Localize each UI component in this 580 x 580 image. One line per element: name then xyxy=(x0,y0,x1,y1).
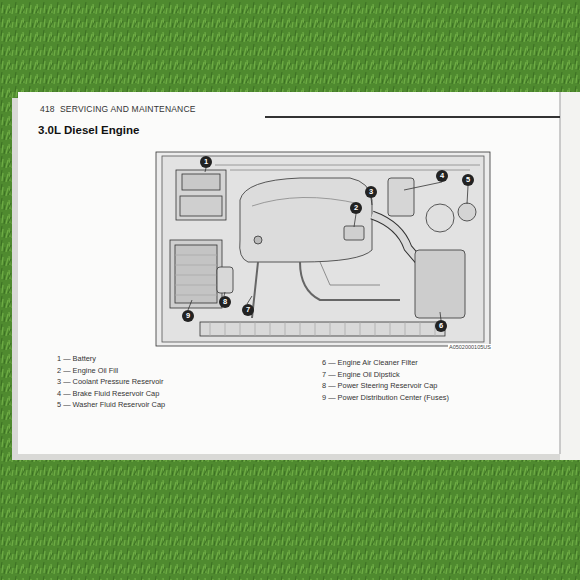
callout-number: 3 xyxy=(365,186,377,198)
engine-illustration xyxy=(156,152,490,346)
callout-number: 4 xyxy=(436,170,448,182)
legend-item: 2 — Engine Oil Fill xyxy=(57,366,118,375)
image-code: A0502000105US xyxy=(448,344,492,350)
legend-item: 4 — Brake Fluid Reservoir Cap xyxy=(57,389,159,398)
legend-item: 1 — Battery xyxy=(57,354,96,363)
running-header: SERVICING AND MAINTENANCE xyxy=(60,104,196,114)
callout-number: 7 xyxy=(242,304,254,316)
facing-page xyxy=(560,92,580,460)
callout-number: 9 xyxy=(182,310,194,322)
callout-number: 8 xyxy=(219,296,231,308)
section-title: 3.0L Diesel Engine xyxy=(38,124,139,136)
legend-item: 9 — Power Distribution Center (Fuses) xyxy=(322,393,449,402)
legend-item: 7 — Engine Oil Dipstick xyxy=(322,370,400,379)
legend-item: 8 — Power Steering Reservoir Cap xyxy=(322,381,437,390)
header-rule xyxy=(265,116,560,118)
callout-number: 1 xyxy=(200,156,212,168)
callout-number: 2 xyxy=(350,202,362,214)
page-number: 418 xyxy=(40,104,55,114)
legend-item: 6 — Engine Air Cleaner Filter xyxy=(322,358,418,367)
page xyxy=(18,92,564,454)
legend-item: 3 — Coolant Pressure Reservoir xyxy=(57,377,163,386)
callout-number: 5 xyxy=(462,174,474,186)
legend-item: 5 — Washer Fluid Reservoir Cap xyxy=(57,400,165,409)
callout-number: 6 xyxy=(435,320,447,332)
